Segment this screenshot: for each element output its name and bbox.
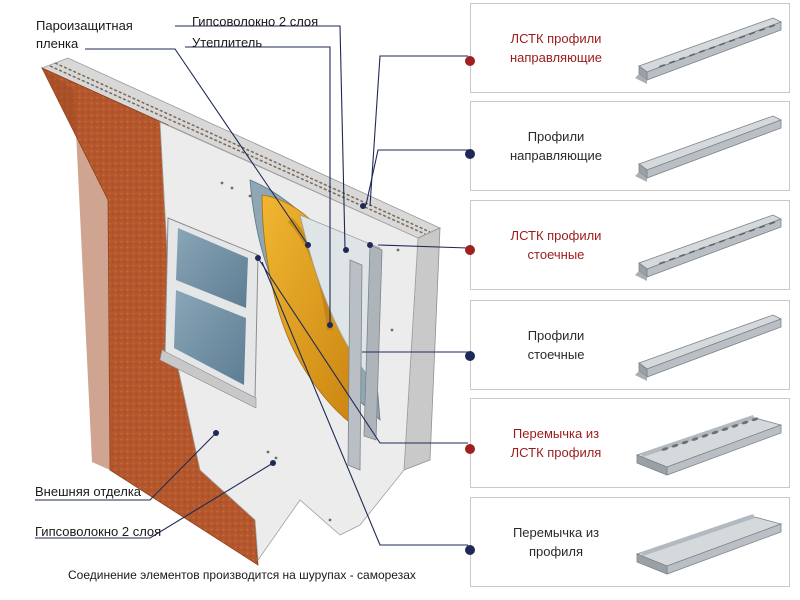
- profile-panel: Профили стоечные: [465, 300, 790, 390]
- label-insulation: Утеплитель: [192, 35, 263, 50]
- panel-marker-dot: [465, 245, 475, 255]
- label-exterior-finish: Внешняя отделка: [35, 484, 142, 499]
- panel-label-line2: профиля: [528, 544, 584, 559]
- panel-label: Перемычка из профиля: [471, 498, 641, 586]
- lintel-icon: [635, 514, 783, 575]
- panel-label: ЛСТК профили стоечные: [471, 201, 641, 289]
- panel-label-line1: Перемычка из: [512, 525, 600, 540]
- label-gypsum-fiber-bottom: Гипсоволокно 2 слоя: [35, 524, 162, 539]
- panel-label-line1: Профили: [527, 129, 585, 144]
- panel-marker-dot: [465, 545, 475, 555]
- panel-label-line2: направляющие: [509, 50, 603, 65]
- guide-profile-icon: [635, 115, 783, 182]
- panel-label: Перемычка из ЛСТК профиля: [471, 399, 641, 487]
- label-gypsum-fiber-top: Гипсоволокно 2 слоя: [192, 14, 319, 29]
- panel-label: ЛСТК профили направляющие: [471, 4, 641, 92]
- perforated-guide-profile-icon: [635, 17, 783, 84]
- panel-label-line1: ЛСТК профили: [510, 228, 602, 243]
- panel-label: Профили направляющие: [471, 102, 641, 190]
- panel-marker-dot: [465, 149, 475, 159]
- panel-label-line2: стоечные: [527, 247, 585, 262]
- panel-label: Профили стоечные: [471, 301, 641, 389]
- panel-marker-dot: [465, 444, 475, 454]
- panel-label-line1: ЛСТК профили: [510, 31, 602, 46]
- window-glass-bottom: [174, 290, 246, 385]
- window-glass-top: [176, 228, 248, 308]
- profile-panel: ЛСТК профили направляющие: [465, 3, 790, 93]
- panel-label-line1: Профили: [527, 328, 585, 343]
- profile-panel: ЛСТК профили стоечные: [465, 200, 790, 290]
- profile-panel: Перемычка из ЛСТК профиля: [465, 398, 790, 488]
- wall-illustration: [35, 25, 469, 566]
- panel-label-line1: Перемычка из: [512, 426, 600, 441]
- panel-label-line2: стоечные: [527, 347, 585, 362]
- footer-note: Соединение элементов производится на шур…: [68, 568, 416, 582]
- panel-marker-dot: [465, 56, 475, 66]
- steel-stud-2: [363, 244, 383, 441]
- panel-label-line2: ЛСТК профиля: [510, 445, 602, 460]
- steel-stud-1: [347, 259, 363, 471]
- perforated-lintel-icon: [635, 415, 783, 476]
- panel-label-line2: направляющие: [509, 148, 603, 163]
- label-vapor-film-line2: пленка: [36, 36, 79, 51]
- profile-panel: Профили направляющие: [465, 101, 790, 191]
- perforated-stud-profile-icon: [635, 214, 783, 281]
- label-vapor-film-line1: Пароизащитная: [36, 18, 133, 33]
- panel-marker-dot: [465, 351, 475, 361]
- profile-panel: Перемычка из профиля: [465, 497, 790, 587]
- stud-profile-icon: [635, 314, 783, 381]
